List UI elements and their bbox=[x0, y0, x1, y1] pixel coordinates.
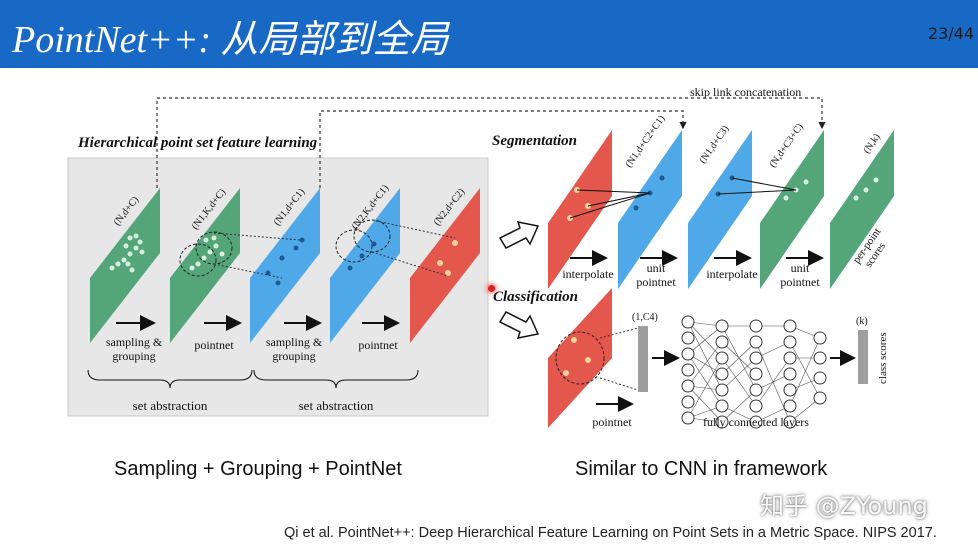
cls-dim-in: (1,C4) bbox=[632, 312, 658, 323]
projection-lines bbox=[213, 219, 456, 279]
seg-links bbox=[569, 177, 797, 219]
classification-title: Classification bbox=[493, 289, 578, 305]
cls-pointnet-label: pointnet bbox=[592, 415, 632, 429]
cls-dotted bbox=[599, 327, 639, 391]
point-cloud-dots bbox=[109, 233, 225, 273]
hierarchical-title: Hierarchical point set feature learning bbox=[77, 135, 318, 151]
set-abstraction-1: set abstraction bbox=[133, 398, 208, 413]
panel-blue-2 bbox=[330, 188, 400, 343]
seg-unit-2: unit bbox=[791, 261, 810, 275]
cls-dots bbox=[563, 337, 591, 376]
seg-panel-green-2 bbox=[830, 130, 894, 289]
label-pointnet-2: pointnet bbox=[358, 338, 398, 352]
cls-panel-red bbox=[548, 288, 612, 428]
pointnet-diagram: skip link concatenation Hierarchical poi… bbox=[67, 85, 894, 429]
caption-right: Similar to CNN in framework bbox=[575, 458, 828, 480]
laser-pointer bbox=[488, 285, 495, 292]
label-sampling-1b: grouping bbox=[112, 349, 155, 363]
seg-panel-green-1 bbox=[760, 130, 824, 289]
seg-interpolate-1: interpolate bbox=[562, 267, 613, 281]
seg-dim-2: (N1,d+C3) bbox=[697, 124, 731, 166]
label-sampling-2b: grouping bbox=[272, 349, 315, 363]
branch-arrow-seg bbox=[498, 221, 540, 249]
label-sampling-2a: sampling & bbox=[266, 335, 323, 349]
slide-title: PointNet++: 从局部到全局 bbox=[12, 19, 449, 61]
seg-panel-blue-1 bbox=[618, 130, 682, 289]
page-number: 23/44 bbox=[927, 24, 974, 43]
set-abstraction-braces bbox=[87, 369, 419, 389]
feature-dots-red bbox=[437, 240, 458, 276]
fc-nodes bbox=[681, 315, 827, 429]
segmentation-title: Segmentation bbox=[492, 133, 577, 149]
skip-links bbox=[156, 97, 826, 188]
title-bar: PointNet++: 从局部到全局 bbox=[0, 0, 978, 68]
label-pointnet-1: pointnet bbox=[194, 338, 234, 352]
panel-red-1 bbox=[410, 188, 480, 343]
cls-score-bar bbox=[858, 330, 868, 384]
watermark: 知乎 @ZYoung bbox=[760, 492, 928, 520]
set-abstraction-2: set abstraction bbox=[299, 398, 374, 413]
seg-dots bbox=[567, 175, 879, 221]
seg-unit-1: unit bbox=[647, 261, 666, 275]
class-scores-label: class scores bbox=[877, 332, 889, 384]
seg-panel-red bbox=[548, 130, 612, 289]
branch-arrow-cls bbox=[498, 311, 540, 339]
cls-feature-bar bbox=[638, 326, 648, 392]
skip-link-label: skip link concatenation bbox=[690, 85, 801, 99]
panel-blue-1 bbox=[250, 188, 320, 343]
fc-layers-label: fully connected layers bbox=[703, 415, 809, 429]
seg-pointnet-2: pointnet bbox=[780, 275, 820, 289]
citation: Qi et al. PointNet++: Deep Hierarchical … bbox=[284, 525, 937, 541]
cls-group-circle bbox=[555, 331, 605, 385]
seg-interpolate-2: interpolate bbox=[706, 267, 757, 281]
seg-dim-3: (N,d+C3+C) bbox=[767, 122, 805, 170]
seg-panel-blue-2 bbox=[688, 130, 752, 289]
cls-dim-out: (k) bbox=[856, 316, 868, 327]
panel-green-2 bbox=[170, 188, 240, 343]
feature-dots-blue bbox=[265, 237, 377, 286]
seg-pointnet-1: pointnet bbox=[636, 275, 676, 289]
caption-left: Sampling + Grouping + PointNet bbox=[114, 458, 402, 480]
label-sampling-1a: sampling & bbox=[106, 335, 163, 349]
panel-green-1 bbox=[90, 188, 160, 343]
